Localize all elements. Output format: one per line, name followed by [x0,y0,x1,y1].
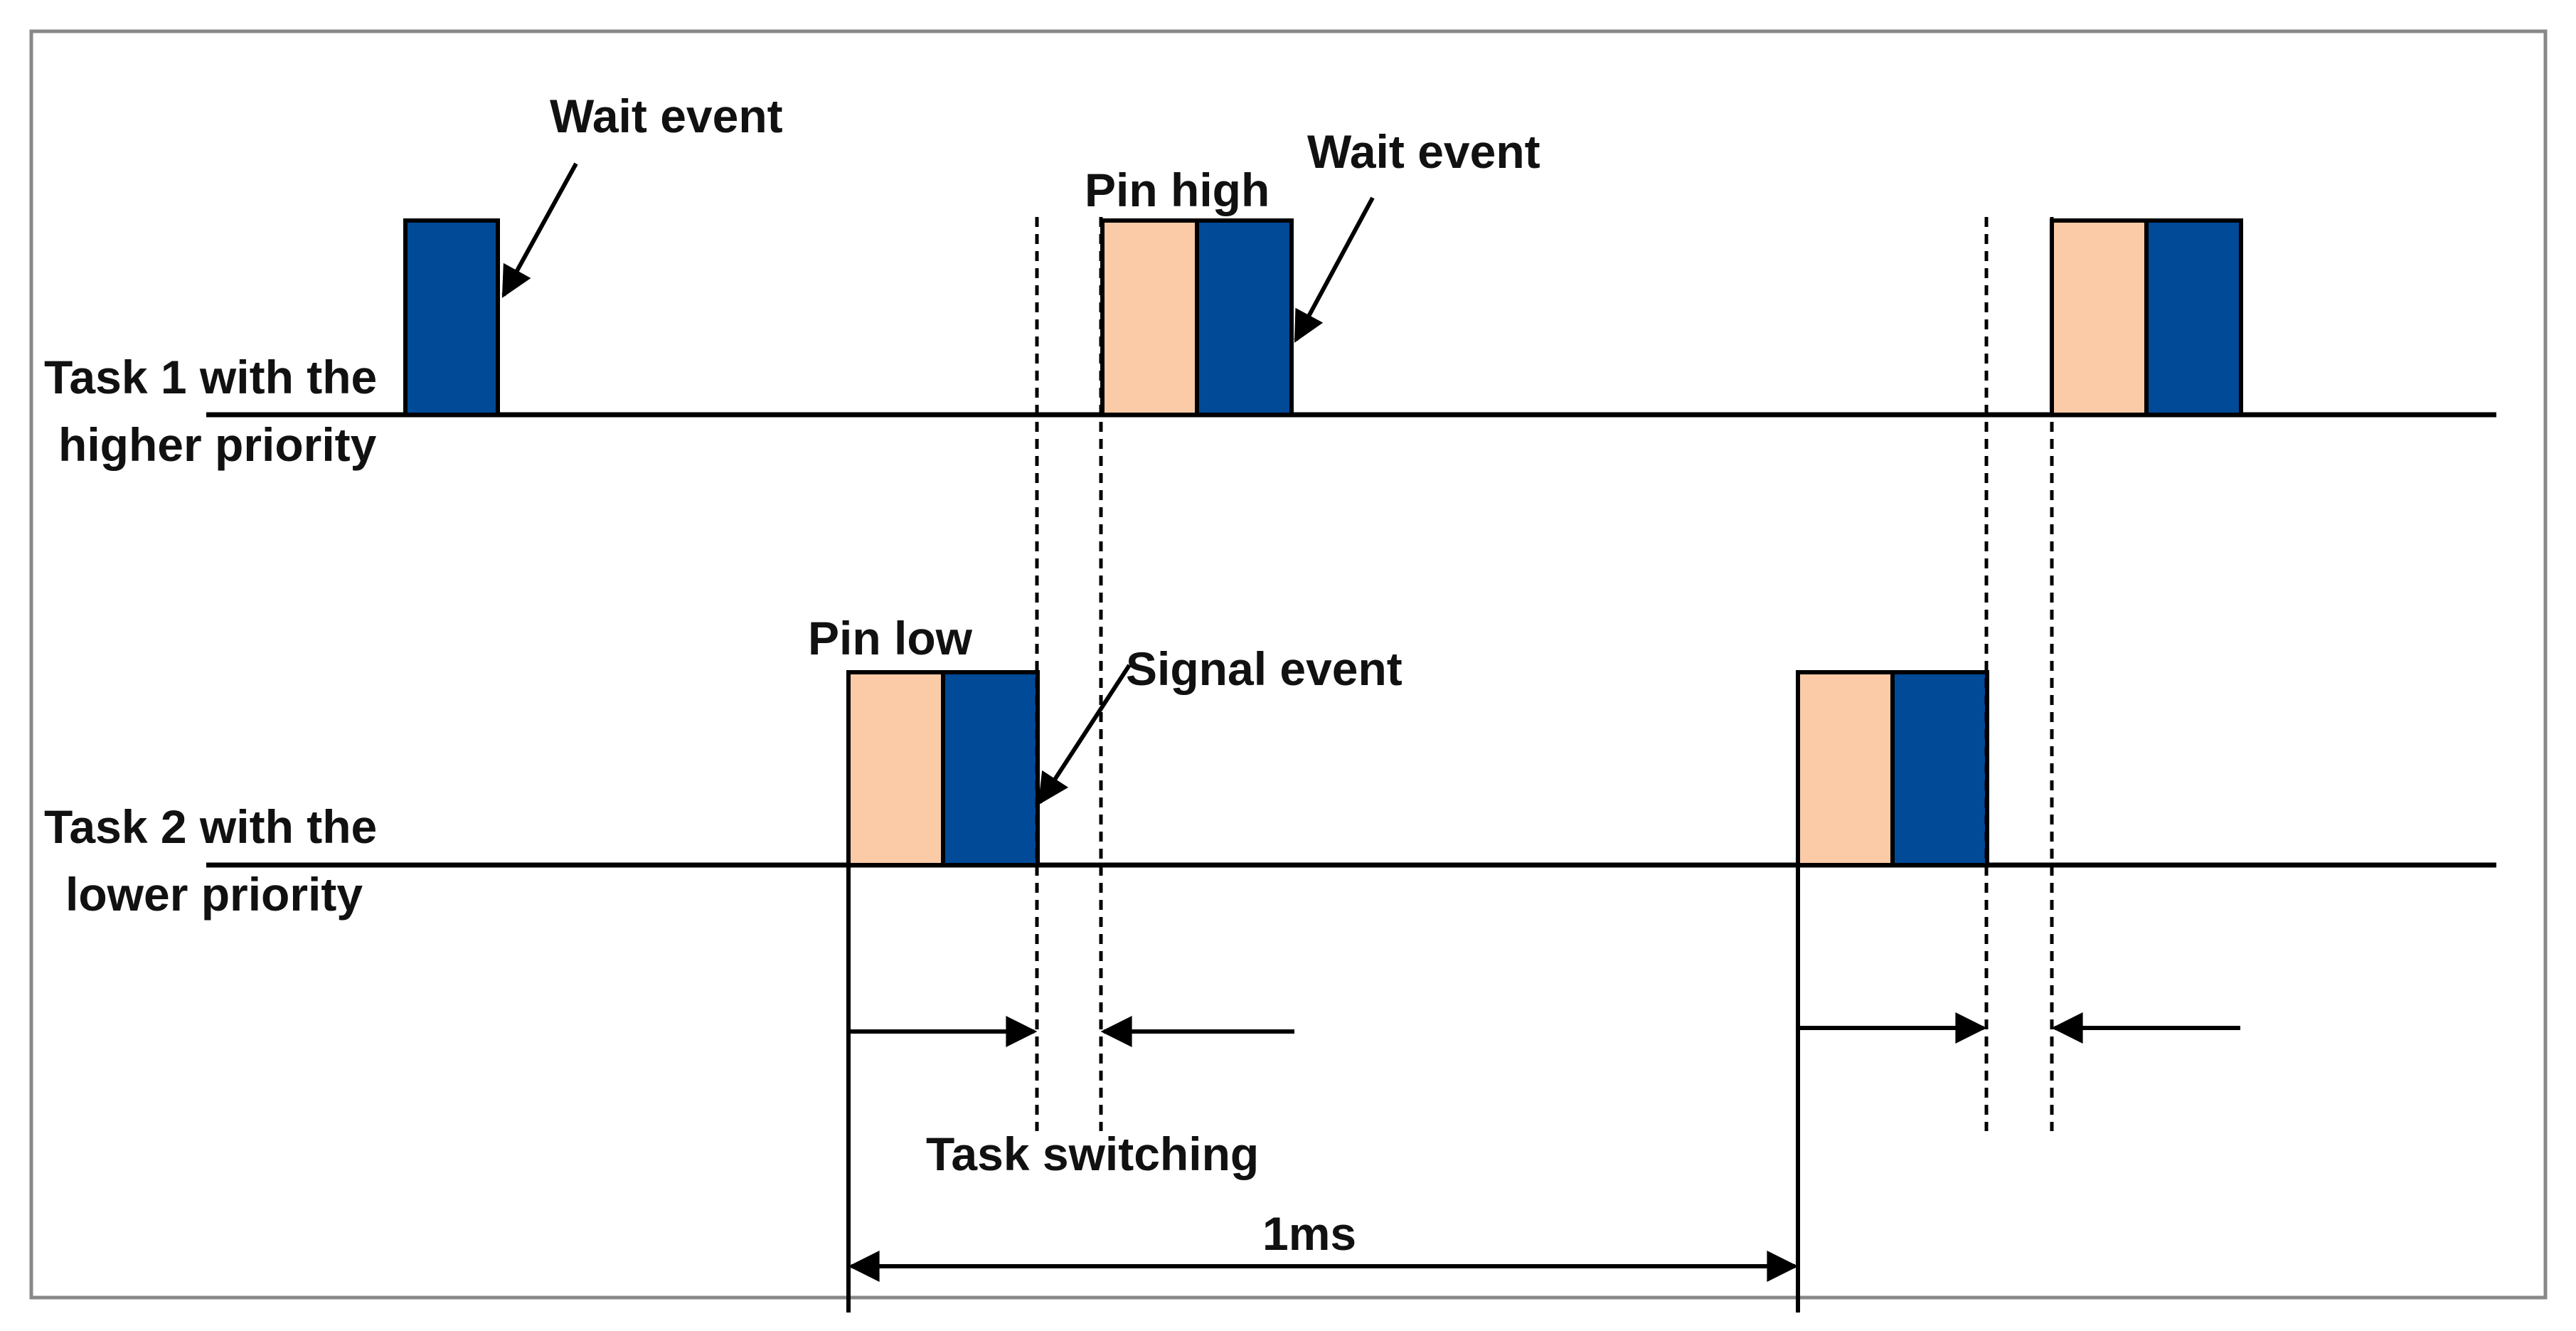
task-switching-label: Task switching [926,1128,1259,1180]
task1-wait-block-3 [2144,218,2243,417]
pin-low-label: Pin low [808,612,973,664]
task1-label-line1: Task 1 with the [44,351,377,403]
task1-pin-high-block-2 [2050,218,2149,417]
task2-label-line2: lower priority [65,868,363,921]
wait-event-2-pointer [1294,196,1375,343]
wait-event-label-1: Wait event [550,90,783,142]
task1-wait-block-2 [1195,218,1294,417]
callout-arrows [501,162,1375,805]
task2-signal-block-2 [1890,670,1989,867]
pin-high-label: Pin high [1085,164,1270,216]
task2-pin-low-block-2 [1796,670,1895,867]
task2-label-line1: Task 2 with the [44,800,377,853]
signal-event-pointer [1038,664,1132,805]
wait-event-1-pointer [501,162,578,298]
task1-wait-block-1 [403,218,500,417]
wait-event-label-2: Wait event [1307,125,1540,178]
task2-pin-low-block-1 [846,670,945,867]
task1-label-line2: higher priority [58,418,377,471]
switch-interval-arrows [848,1012,2240,1047]
signal-event-label: Signal event [1126,642,1403,695]
task1-pin-high-block-1 [1100,218,1199,417]
task2-signal-block-1 [941,670,1040,867]
period-label: 1ms [1262,1207,1356,1260]
